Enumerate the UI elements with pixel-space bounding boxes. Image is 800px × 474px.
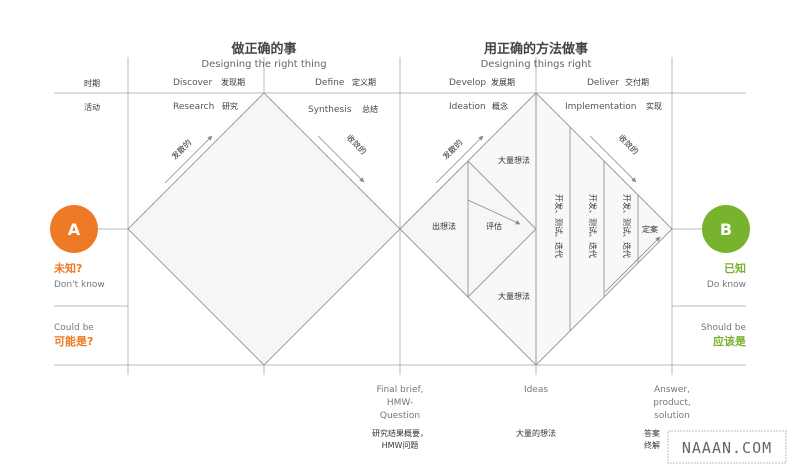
right-diamond-inner — [399, 93, 639, 365]
diverge-arrow-1 — [164, 135, 213, 184]
right-subtitle: Designing things right — [481, 59, 592, 70]
phase-develop: Develop 发展期 — [449, 77, 515, 88]
answer-cn-1: 答案 — [644, 428, 660, 438]
point-a-cn: 未知? — [53, 261, 82, 275]
answer-cn-2: 终解 — [644, 440, 660, 450]
left-subtitle: Designing the right thing — [201, 59, 326, 70]
activity-research-cn: 研究 — [222, 101, 238, 111]
answer-line-3: solution — [654, 411, 690, 421]
brief-line-2: HMW- — [387, 398, 413, 408]
watermark-box — [667, 430, 787, 464]
phase-define-cn: 定义期 — [352, 77, 376, 87]
evaluate-label: 评估 — [486, 221, 502, 231]
activity-research: Research 研究 — [173, 101, 238, 112]
activity-synthesis-en: Synthesis — [308, 105, 352, 115]
answer-line-1: Answer, — [654, 385, 690, 395]
phase-develop-en: Develop — [449, 78, 486, 88]
point-b-circle — [702, 205, 750, 253]
point-a-could-en: Could be — [54, 323, 94, 333]
point-b-should-cn: 应该是 — [713, 334, 747, 348]
output-brief: Final brief, HMW- Question 研究结果概要， HMW问题 — [372, 385, 428, 450]
many-ideas-top-label: 大量想法 — [498, 155, 530, 165]
activity-ideation-cn: 概念 — [492, 101, 508, 111]
ideas-cn: 大量的想法 — [516, 428, 556, 438]
watermark: NAAAN.COM — [667, 430, 787, 464]
left-title: 做正确的事 — [230, 41, 296, 57]
converge-label-2: 收敛的 — [617, 132, 641, 156]
brief-line-3: Question — [380, 411, 420, 421]
phase-define: Define 定义期 — [315, 77, 376, 88]
activity-synthesis-cn: 总结 — [362, 104, 378, 114]
final-label: 定案 — [642, 224, 658, 234]
answer-line-2: product, — [653, 398, 690, 408]
output-answer: Answer, product, solution 答案 终解 — [644, 385, 691, 450]
point-a: A 未知? Don't know Could be 可能是? — [50, 205, 105, 348]
ideas-en: Ideas — [524, 385, 548, 395]
final-arrow — [604, 236, 661, 293]
row-label-activity: 活动 — [84, 102, 100, 112]
brief-line-1: Final brief, — [376, 385, 423, 395]
row-label-phase: 时期 — [84, 78, 100, 88]
activity-implementation: Implementation 实现 — [565, 101, 662, 112]
iterate-label-3: 开发、测试、迭代 — [622, 194, 632, 258]
phase-discover-en: Discover — [173, 78, 212, 88]
activity-research-en: Research — [173, 102, 214, 112]
phase-define-en: Define — [315, 78, 345, 88]
brief-cn-2: HMW问题 — [382, 441, 419, 450]
point-b-cn: 已知 — [724, 261, 746, 275]
many-ideas-bottom-label: 大量想法 — [498, 291, 530, 301]
point-b-should-en: Should be — [701, 323, 746, 333]
right-title: 用正确的方法做事 — [483, 41, 588, 57]
output-ideas: Ideas 大量的想法 — [516, 385, 556, 438]
iterate-label-2: 开发、测试、迭代 — [588, 194, 598, 258]
point-a-en: Don't know — [54, 280, 105, 290]
iterate-label-1: 开发、测试、迭代 — [554, 194, 564, 258]
phase-deliver-en: Deliver — [587, 78, 619, 88]
phase-deliver: Deliver 交付期 — [587, 77, 649, 88]
activity-ideation-en: Ideation — [449, 102, 486, 112]
activity-implementation-en: Implementation — [565, 102, 636, 112]
phase-develop-cn: 发展期 — [491, 77, 515, 87]
activity-implementation-cn: 实现 — [646, 101, 662, 111]
converge-label-1: 收敛的 — [345, 132, 369, 156]
point-a-could-cn: 可能是? — [54, 334, 93, 348]
diverge-arrow-2 — [435, 135, 484, 184]
watermark-text: NAAAN.COM — [682, 439, 772, 457]
converge-arrow-2 — [589, 135, 637, 183]
activity-synthesis: Synthesis 总结 — [308, 104, 378, 115]
point-b-en: Do know — [707, 280, 746, 290]
point-a-circle — [50, 205, 98, 253]
phase-discover: Discover 发现期 — [173, 77, 245, 88]
phase-discover-cn: 发现期 — [221, 77, 245, 87]
brief-cn-1: 研究结果概要， — [372, 428, 428, 438]
phase-deliver-cn: 交付期 — [625, 77, 649, 87]
converge-arrow-1 — [317, 135, 365, 183]
point-b: B 已知 Do know Should be 应该是 — [701, 205, 750, 348]
diamond-left — [127, 92, 401, 366]
point-a-letter: A — [68, 220, 81, 239]
ideas-out-label: 出想法 — [432, 221, 456, 231]
evaluate-arrow — [467, 199, 521, 225]
point-b-letter: B — [720, 220, 732, 239]
activity-ideation: Ideation 概念 — [449, 101, 508, 112]
